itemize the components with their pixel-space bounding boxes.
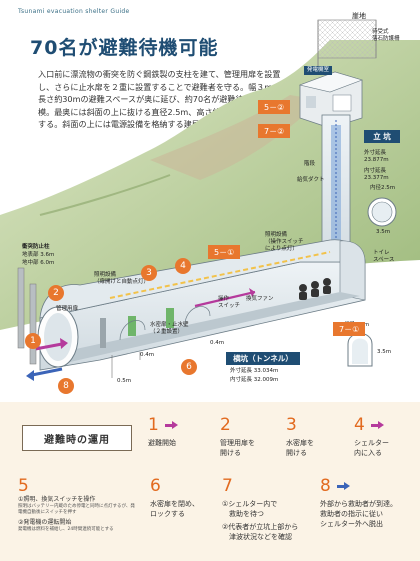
step-number: 8 <box>320 476 331 496</box>
arrow-right-icon <box>370 420 384 429</box>
mgmt-door <box>100 318 106 348</box>
step-2: 2 管理用扉を 開ける <box>220 415 255 458</box>
step-text: ①シェルター内で 救助を待つ <box>222 500 278 518</box>
step-6: 6 水密扉を閉め、 ロックする <box>150 476 199 519</box>
step-text: 管理用扉を 開ける <box>220 439 255 457</box>
shaft-title: 立 坑 <box>364 130 400 143</box>
operations-heading: 避難時の運用 <box>22 425 132 451</box>
shaft-diameter: 内径2.5m <box>370 185 396 191</box>
cliff-label: 崖地 <box>352 12 366 20</box>
impact-pillar-label: 衝突防止柱 <box>22 244 50 250</box>
shaft-inner: 内寸延長 23.377m <box>364 168 389 181</box>
tunnel-outer: 外寸延長 33.034m <box>230 368 279 374</box>
step-note: 照明はバッテリー内蔵のため停電と同時に点灯するが、発電機自動後にスイッチを押す <box>18 504 135 515</box>
step-number: 6 <box>150 476 161 496</box>
callout-5-1: 5－① <box>208 245 241 259</box>
air-duct-label: 給気ダクト <box>297 177 325 183</box>
generator-room-label: 発電機室 <box>304 66 333 75</box>
fan-label: 換気ファン <box>246 296 274 302</box>
step-text: シェルター 内に入る <box>354 439 389 457</box>
step-text: 水密扉を閉め、 ロックする <box>150 500 199 518</box>
callout-7-2: 7－② <box>258 124 291 138</box>
impact-pillar-1 <box>17 267 25 349</box>
lighting-label: 照明設備 （操作スイッチ により点灯） <box>265 232 304 252</box>
step-note-2: 発電機は燃料を補給し、24時間連続可能とする <box>18 527 114 532</box>
watertight-door-1 <box>128 316 136 336</box>
debris-fence-label: 待受式 落石防護柵 <box>372 29 400 42</box>
arrow-right-icon <box>336 481 350 490</box>
callout-4: 4 <box>175 258 191 274</box>
step-8: 8 外部から救助者が到達。 救助者の指示に従い シェルター外へ脱出 <box>320 476 397 529</box>
step-text-2: ②代表者が立坑上部から 津波状況などを確認 <box>222 523 299 541</box>
callout-1: 1 <box>25 333 41 349</box>
step-number: 3 <box>286 415 297 435</box>
page-title: 70名が避難待機可能 <box>30 37 219 59</box>
watertight-door-2 <box>166 308 174 328</box>
callout-8: 8 <box>58 378 74 394</box>
callout-7-1: 7－① <box>333 322 366 336</box>
description: 入口前に漂流物の衝突を防ぐ鋼鉄製の支柱を建て、管理用扉を設置し、さらに止水扉を２… <box>38 69 288 130</box>
debris-fence <box>317 19 377 59</box>
callout-5-2: 5－② <box>258 100 291 114</box>
shelter-illustration <box>0 19 420 381</box>
dim-04a: 0.4m <box>140 352 155 358</box>
switch-label: 操作 スイッチ <box>218 296 241 309</box>
step-text: 水密扉を 開ける <box>286 439 314 457</box>
step-5: 5 ①照明、換気スイッチを操作 照明はバッテリー内蔵のため停電と同時に点灯するが… <box>18 476 138 533</box>
dim-04b: 0.4m <box>210 340 225 346</box>
step-text: 外部から救助者が到達。 救助者の指示に従い シェルター外へ脱出 <box>320 500 397 528</box>
height-label: 3.5m <box>377 349 392 355</box>
shaft-width: 3.5m <box>376 229 391 235</box>
dim-05: 0.5m <box>117 378 132 384</box>
watertight-door-label: 水密扉・止水壁 （２重設置） <box>150 322 189 335</box>
toilet-label: トイレ スペース <box>373 250 395 263</box>
step-number: 2 <box>220 415 231 435</box>
tunnel-title: 横坑（トンネル） <box>226 352 300 365</box>
pillar-above-label: 地表部 3.6m <box>22 252 55 258</box>
pillar-below-label: 地中部 6.0m <box>22 260 55 266</box>
step-text-2: ②発電機の運転開始 <box>18 519 72 526</box>
mgmt-door-label: 管理用扉 <box>56 306 79 312</box>
step-text: 避難開始 <box>148 439 176 447</box>
step-7: 7 ①シェルター内で 救助を待つ ②代表者が立坑上部から 津波状況などを確認 <box>222 476 298 542</box>
callout-2: 2 <box>48 285 64 301</box>
guide-label: Tsunami evacuation shelter Guide <box>18 8 130 15</box>
shaft-outer: 外寸延長 23.877m <box>364 150 389 163</box>
step-number: 4 <box>354 415 365 435</box>
step-4: 4 シェルター 内に入る <box>354 415 389 458</box>
step-3: 3 水密扉を 開ける <box>286 415 314 458</box>
step-1: 1 避難開始 <box>148 415 178 448</box>
ladder-label: 階段 <box>304 161 316 167</box>
lighting-left-label: 照明設備 （扉開けと自動点灯） <box>94 272 150 285</box>
impact-pillar-2 <box>29 283 37 365</box>
callout-3: 3 <box>141 265 157 281</box>
arrow-right-icon <box>164 420 178 429</box>
step-number: 5 <box>18 476 29 496</box>
callout-6: 6 <box>181 359 197 375</box>
step-text: ①照明、換気スイッチを操作 <box>18 496 96 503</box>
step-number: 7 <box>222 476 233 496</box>
tunnel-inner: 内寸延長 32.009m <box>230 377 279 383</box>
step-number: 1 <box>148 415 159 435</box>
